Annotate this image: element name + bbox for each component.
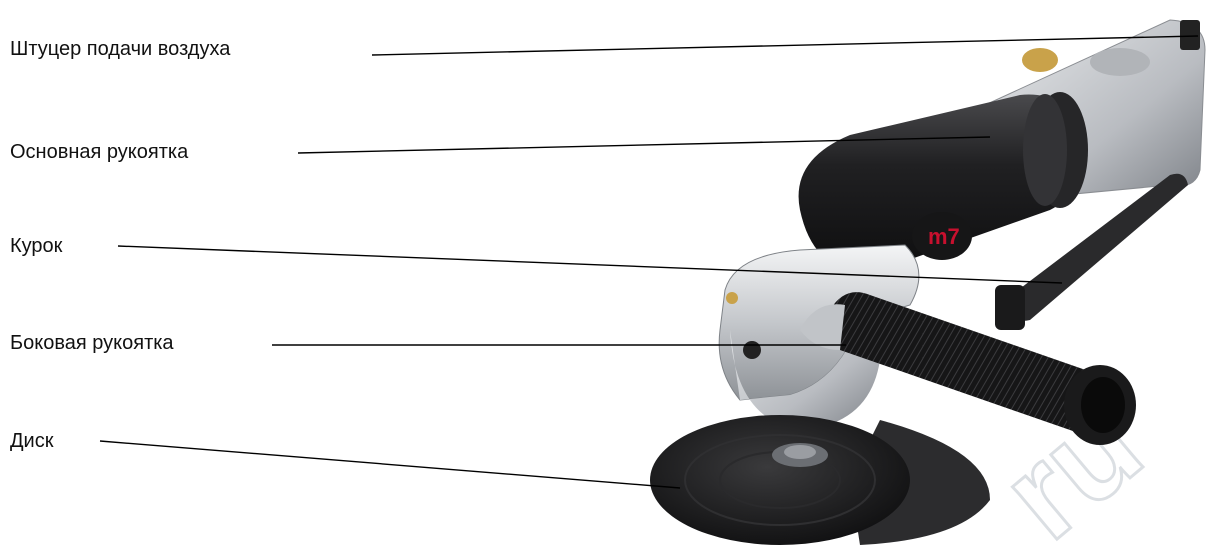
- brass-valve: [1022, 48, 1058, 72]
- leader-line-air-inlet: [372, 36, 1198, 55]
- label-main-handle: Основная рукоятка: [10, 140, 188, 164]
- label-trigger: Курок: [10, 234, 62, 258]
- head-screw: [743, 341, 761, 359]
- air-inlet-fitting: [1180, 20, 1200, 50]
- label-side-handle: Боковая рукоятка: [10, 331, 174, 355]
- label-disc: Диск: [10, 429, 53, 453]
- grinding-disc: [650, 415, 910, 545]
- main-handle-body: m7: [799, 92, 1088, 271]
- logo-text: m7: [928, 224, 960, 249]
- label-air-inlet: Штуцер подачи воздуха: [10, 37, 230, 61]
- leader-line-disc: [100, 441, 680, 488]
